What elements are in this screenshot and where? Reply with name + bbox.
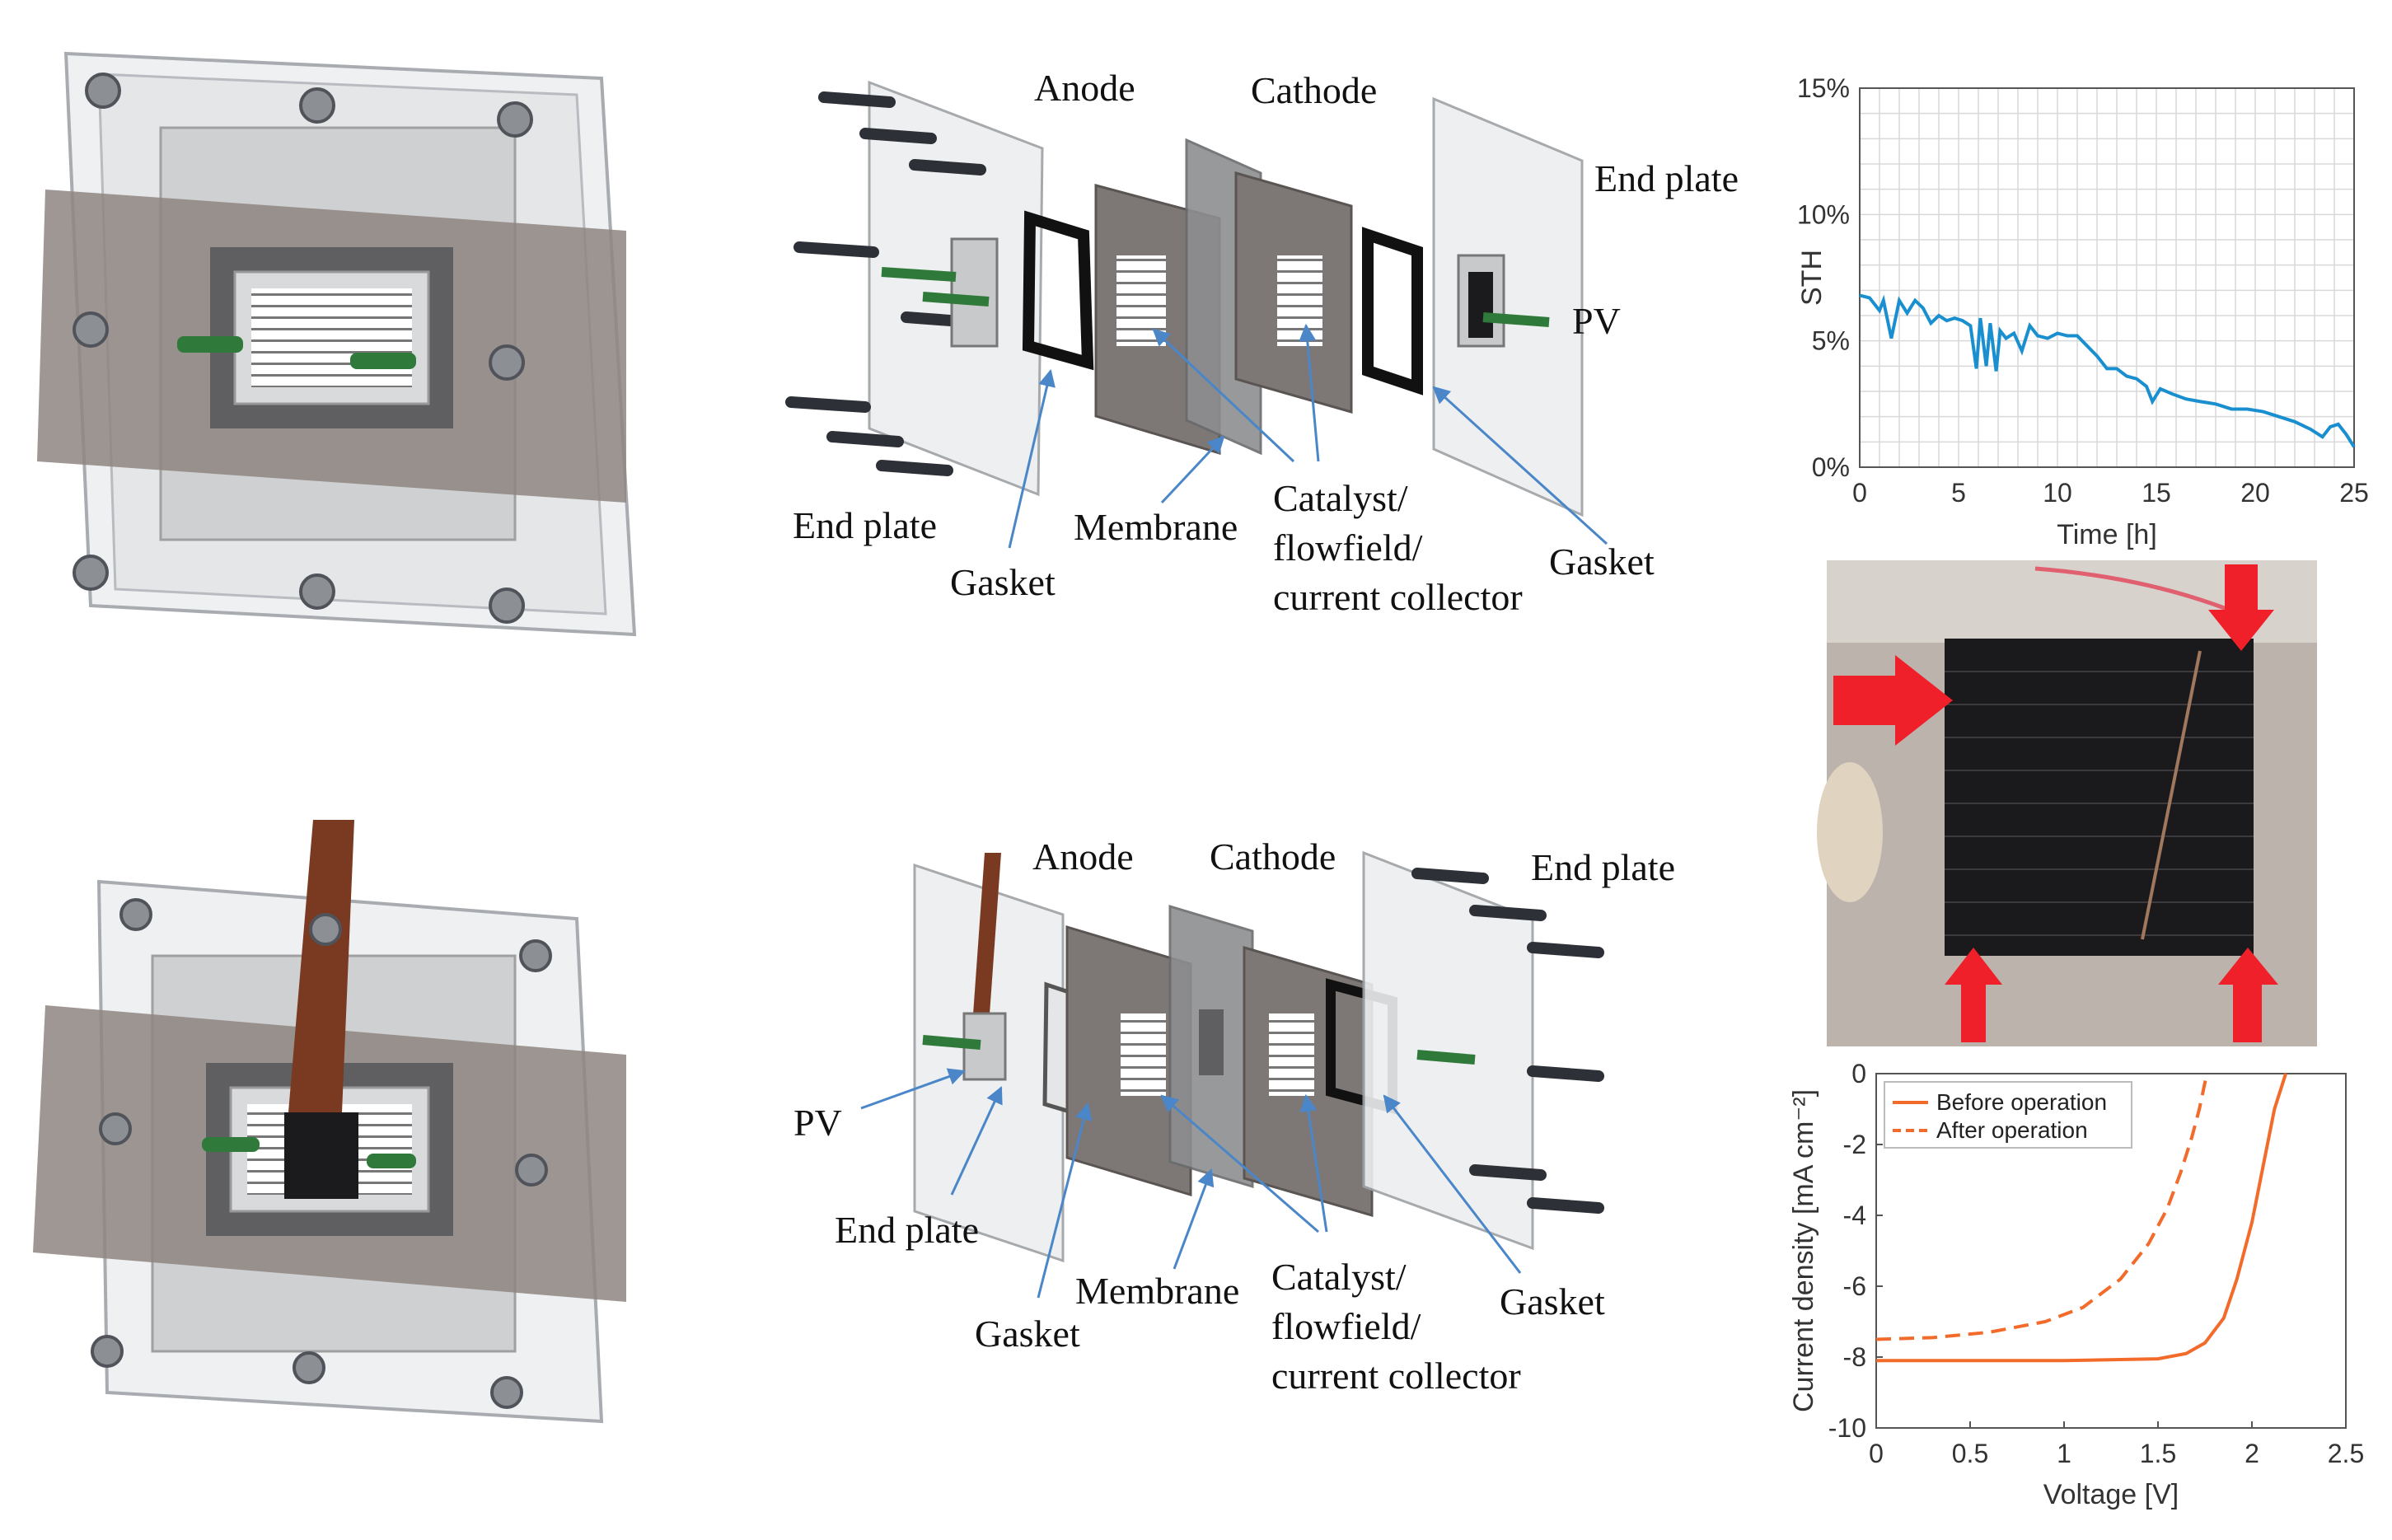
catalyst-label-bottom-1: Catalyst/ — [1271, 1256, 1407, 1298]
red-arrow-left — [1833, 655, 1953, 746]
iv-ticks: 0 0.5 1 1.5 2 2.5 0 -2 -4 -6 -8 -10 — [1828, 1059, 2364, 1468]
exploded-view-bottom — [913, 850, 1604, 1263]
gasket-left-label-top: Gasket — [950, 561, 1056, 603]
iv-x-tick-label: 2 — [2245, 1439, 2259, 1468]
red-arrow-bottom-right — [2218, 948, 2278, 1042]
catalyst-label-top-1: Catalyst/ — [1273, 477, 1408, 519]
end-plate-right-label-top: End plate — [1594, 157, 1739, 199]
gasket-right-label-top: Gasket — [1549, 541, 1655, 583]
iv-x-tick-label: 2.5 — [2328, 1439, 2364, 1468]
membrane-label-top: Membrane — [1074, 506, 1238, 548]
iv-legend: Before operation After operation — [1884, 1081, 2132, 1149]
catalyst-label-top-3: current collector — [1273, 576, 1523, 618]
sth-ticks: 0 5 10 15 20 25 0% 5% 10% 15% — [1797, 73, 2369, 508]
pv-label-top: PV — [1572, 300, 1621, 342]
legend-label-after: After operation — [1936, 1117, 2088, 1143]
assembled-cell-top — [37, 51, 637, 637]
bolts-top-left — [73, 73, 533, 624]
sth-series-line — [1859, 293, 2356, 448]
end-plate-right-label-bottom: End plate — [1531, 846, 1675, 888]
iv-y-tick-label: -4 — [1843, 1201, 1866, 1230]
catalyst-label-top-2: flowfield/ — [1273, 527, 1423, 569]
end-plate-left-label-top: End plate — [793, 504, 937, 546]
sth-y-tick-label: 10% — [1797, 199, 1850, 229]
gasket-right-label-bottom: Gasket — [1500, 1280, 1605, 1322]
iv-x-tick-label: 1.5 — [2140, 1439, 2176, 1468]
catalyst-label-bottom-3: current collector — [1271, 1355, 1521, 1397]
iv-x-tick-label: 0 — [1869, 1439, 1884, 1468]
sth-x-tick-label: 15 — [2142, 478, 2171, 508]
anode-label-bottom: Anode — [1032, 836, 1134, 878]
sth-y-axis-label: STH — [1796, 250, 1828, 306]
iv-x-tick-label: 0.5 — [1952, 1439, 1988, 1468]
sth-x-tick-label: 20 — [2240, 478, 2270, 508]
pv-label-bottom: PV — [793, 1102, 842, 1144]
iv-series-after — [1875, 1073, 2209, 1341]
bolts-bottom-left — [91, 898, 552, 1409]
anode-label-top: Anode — [1034, 67, 1135, 109]
pv-cell-photo — [1817, 560, 2317, 1046]
iv-y-axis-label: Current density [mA cm⁻²] — [1788, 1089, 1819, 1412]
sth-chart: 0 5 10 15 20 25 0% 5% 10% 15% Time [h] STH — [1796, 73, 2369, 550]
red-arrow-top-right — [2208, 564, 2274, 651]
iv-y-tick-label: -6 — [1843, 1271, 1866, 1301]
catalyst-label-bottom-2: flowfield/ — [1271, 1305, 1421, 1347]
end-plate-left-label-bottom: End plate — [835, 1209, 979, 1251]
sth-y-tick-label: 15% — [1797, 73, 1850, 103]
sth-grid — [1859, 87, 2355, 468]
sth-x-tick-label: 5 — [1951, 478, 1966, 508]
sth-y-tick-label: 0% — [1812, 452, 1850, 482]
iv-y-tick-label: 0 — [1851, 1059, 1866, 1088]
red-arrow-markers — [1833, 564, 2278, 1042]
assembled-cell-bottom — [33, 820, 626, 1424]
pv-cell-dark-area — [1945, 639, 2254, 956]
sth-plot-frame — [1859, 87, 2355, 468]
sth-x-tick-label: 25 — [2339, 478, 2369, 508]
sth-x-axis-label: Time [h] — [2057, 519, 2157, 550]
membrane-label-bottom: Membrane — [1075, 1270, 1239, 1312]
red-arrow-bottom-left — [1945, 948, 2002, 1042]
iv-chart: 0 0.5 1 1.5 2 2.5 0 -2 -4 -6 -8 -10 Before operatio… — [1788, 1059, 2364, 1510]
iv-x-axis-label: Voltage [V] — [2043, 1479, 2179, 1510]
iv-y-tick-label: -8 — [1843, 1342, 1866, 1372]
labels-top: Anode Cathode End plate PV End plate Mem… — [793, 67, 1739, 618]
callout-arrows-top — [1008, 323, 1608, 549]
sth-y-tick-label: 5% — [1812, 326, 1850, 356]
iv-y-tick-label: -2 — [1843, 1130, 1866, 1159]
iv-series-before — [1876, 1073, 2287, 1363]
gasket-left-label-bottom: Gasket — [975, 1313, 1080, 1355]
labels-bottom: Anode Cathode End plate PV End plate Mem… — [793, 836, 1675, 1397]
legend-label-before: Before operation — [1936, 1089, 2107, 1115]
sth-x-tick-label: 10 — [2043, 478, 2072, 508]
iv-x-tick-label: 1 — [2057, 1439, 2071, 1468]
exploded-view-top — [785, 80, 1584, 517]
callout-arrows-bottom — [860, 1068, 1522, 1299]
sth-x-tick-label: 0 — [1852, 478, 1867, 508]
cathode-label-bottom: Cathode — [1210, 836, 1336, 878]
cathode-label-top: Cathode — [1251, 69, 1377, 111]
iv-y-tick-label: -10 — [1828, 1413, 1866, 1443]
